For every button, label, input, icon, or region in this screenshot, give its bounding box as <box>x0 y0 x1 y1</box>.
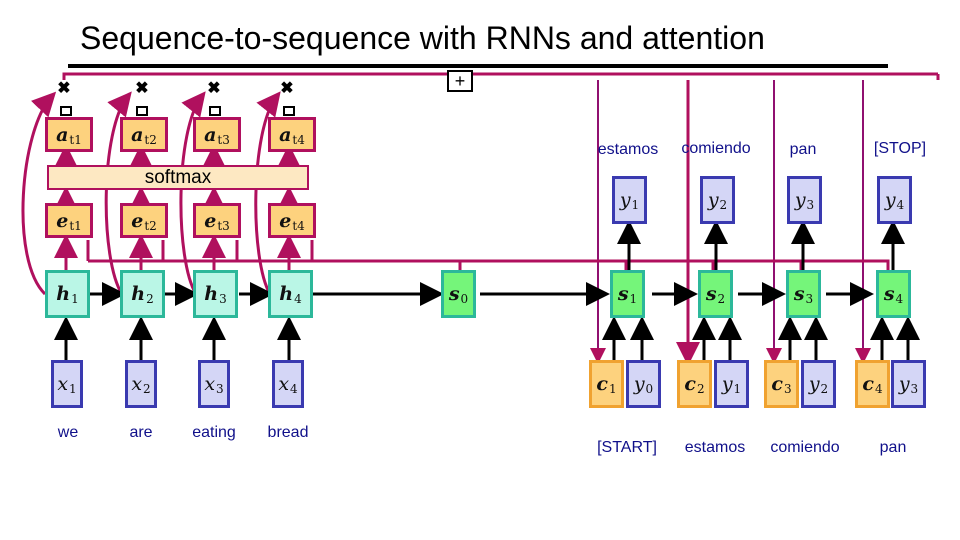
sum-bus-wire <box>62 72 938 80</box>
multiply-icon: ✖ <box>280 80 294 97</box>
input-word: eating <box>192 424 236 441</box>
output-word: [STOP] <box>873 140 927 157</box>
state-broadcast-wire <box>86 240 890 272</box>
input-word: we <box>57 424 79 441</box>
slide-title: Sequence-to-sequence with RNNs and atten… <box>80 20 765 56</box>
prev-output-word: comiendo <box>770 439 840 456</box>
output-word: estamos <box>597 141 659 158</box>
title-rule <box>68 64 888 68</box>
output-word: pan <box>789 141 817 158</box>
prev-output-word: [START] <box>597 439 657 456</box>
input-word: bread <box>267 424 309 441</box>
gate-square <box>209 106 221 116</box>
gate-square <box>60 106 72 116</box>
prev-output-word: estamos <box>684 439 746 456</box>
gate-square <box>283 106 295 116</box>
output-word: comiendo <box>681 140 751 157</box>
multiply-icon: ✖ <box>135 80 149 97</box>
multiply-icon: ✖ <box>57 80 71 97</box>
gate-square <box>136 106 148 116</box>
multiply-icon: ✖ <box>207 80 221 97</box>
sum-icon: + <box>447 70 473 92</box>
softmax-layer: softmax <box>47 165 309 190</box>
prev-output-word: pan <box>879 439 907 456</box>
input-word: are <box>129 424 153 441</box>
